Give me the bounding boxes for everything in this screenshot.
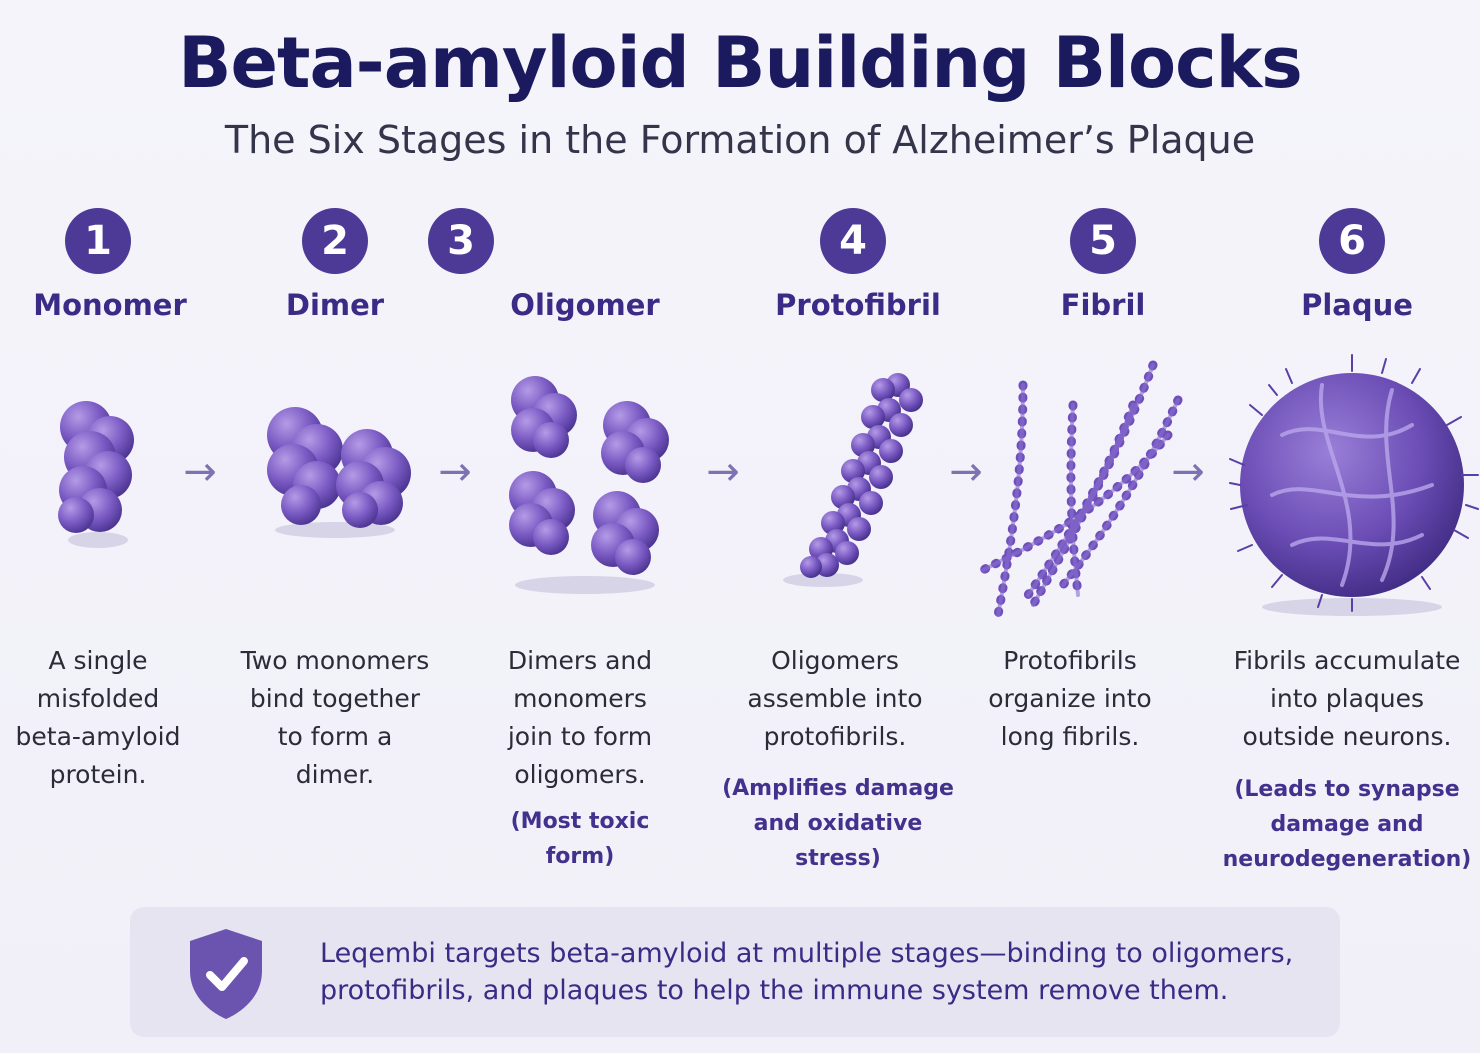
stage-protofibril: 4 Protofibril Oli bbox=[722, 0, 983, 900]
monomer-illustration bbox=[0, 345, 228, 635]
stage-dimer: 2 Dimer bbox=[205, 0, 465, 900]
stage-note: (Leads to synapse damage and neurodegene… bbox=[1222, 777, 1472, 872]
stage-number-badge: 5 bbox=[1070, 208, 1136, 274]
stage-number-badge: 4 bbox=[820, 208, 886, 274]
stage-name: Dimer bbox=[285, 288, 385, 322]
arrow-icon: → bbox=[183, 449, 217, 495]
stage-description: A single misfolded beta-amyloid protein. bbox=[15, 646, 181, 789]
stage-number-badge: 6 bbox=[1319, 208, 1385, 274]
stage-plaque: 6 Plaque bbox=[1222, 0, 1480, 900]
page-title: Beta-amyloid Building Blocks bbox=[178, 22, 1303, 104]
stage-note: (Most toxic form) bbox=[510, 809, 650, 869]
stage-number-badge: 1 bbox=[65, 208, 131, 274]
stage-number-badge: 3 bbox=[428, 208, 494, 274]
callout-text: Leqembi targets beta-amyloid at multiple… bbox=[320, 938, 1294, 1006]
stage-description: Dimers and monomers join to form oligome… bbox=[507, 646, 653, 789]
stage-name: Monomer bbox=[33, 288, 187, 322]
dimer-illustration bbox=[205, 345, 465, 635]
stage-name: Fibril bbox=[1060, 288, 1146, 322]
stage-description: Protofibrils organize into long fibrils. bbox=[988, 646, 1152, 751]
leqembi-callout: Leqembi targets beta-amyloid at multiple… bbox=[130, 907, 1340, 1037]
stage-description: Oligomers assemble into protofibrils. bbox=[747, 646, 923, 751]
oligomer-illustration bbox=[455, 345, 715, 635]
stage-fibril: 5 Fibril Protofibrils organize into bbox=[973, 0, 1233, 900]
arrow-icon: → bbox=[1171, 449, 1205, 495]
plaque-illustration bbox=[1222, 345, 1480, 635]
stage-description: Two monomers bind together to form a dim… bbox=[240, 646, 430, 789]
stage-name: Oligomer bbox=[510, 288, 660, 322]
arrow-icon: → bbox=[706, 449, 740, 495]
stage-note: (Amplifies damage and oxidative stress) bbox=[722, 776, 954, 871]
shield-check-icon bbox=[180, 923, 272, 1023]
stage-name: Plaque bbox=[1301, 288, 1413, 322]
stage-name: Protofibril bbox=[775, 288, 941, 322]
arrow-icon: → bbox=[949, 449, 983, 495]
stage-number-badge: 2 bbox=[302, 208, 368, 274]
protofibril-illustration bbox=[723, 345, 983, 635]
stage-oligomer: 3 Oligomer bbox=[428, 0, 715, 900]
stage-description: Fibrils accumulate into plaques outside … bbox=[1233, 646, 1461, 751]
page-subtitle: The Six Stages in the Formation of Alzhe… bbox=[224, 118, 1256, 162]
fibril-illustration bbox=[953, 345, 1213, 635]
stage-monomer: 1 Monomer A single mis bbox=[0, 0, 228, 900]
arrow-icon: → bbox=[438, 449, 472, 495]
